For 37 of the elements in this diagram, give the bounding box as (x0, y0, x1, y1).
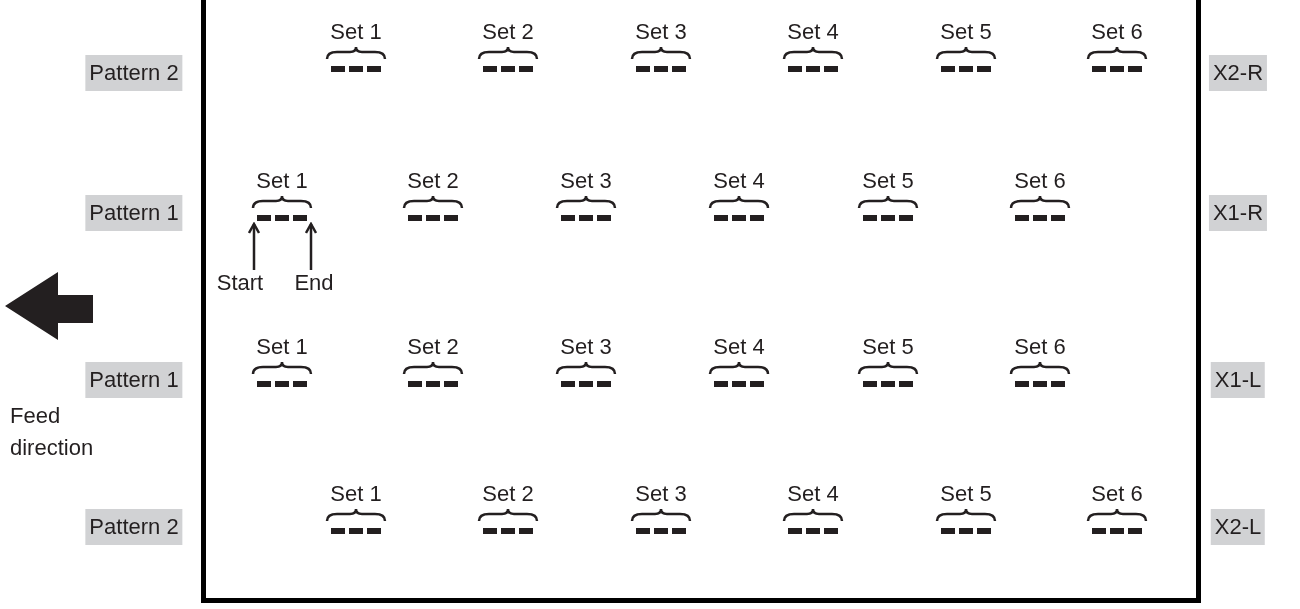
set-label: Set 6 (1091, 481, 1143, 507)
tag-label: Pattern 2 (85, 55, 183, 91)
leader-arrow (247, 222, 261, 270)
set-label: Set 5 (940, 19, 992, 45)
set-label: Set 3 (560, 168, 612, 194)
set-label: Set 5 (940, 481, 992, 507)
set-label: Set 2 (482, 481, 534, 507)
tag-label: Pattern 2 (85, 509, 183, 545)
set-label: Set 2 (407, 334, 459, 360)
set-label: Set 1 (330, 19, 382, 45)
tag-label: X1-R (1208, 195, 1268, 231)
tag-label: Pattern 1 (85, 362, 183, 398)
set-label: Set 6 (1014, 168, 1066, 194)
set-label: Set 4 (787, 481, 839, 507)
set-label: Set 3 (635, 19, 687, 45)
tag-label: X2-L (1210, 509, 1266, 545)
set-label: Set 1 (330, 481, 382, 507)
set-label: Set 5 (862, 168, 914, 194)
pointer-label: Start (215, 270, 265, 296)
set-label: Set 2 (407, 168, 459, 194)
set-label: Set 4 (713, 334, 765, 360)
set-label: Set 6 (1014, 334, 1066, 360)
set-label: Set 3 (635, 481, 687, 507)
tag-label: X2-R (1208, 55, 1268, 91)
leader-arrow (304, 222, 318, 270)
set-label: Set 1 (256, 334, 308, 360)
tag-label: Pattern 1 (85, 195, 183, 231)
tag-label: X1-L (1210, 362, 1266, 398)
set-label: Set 1 (256, 168, 308, 194)
set-label: Set 6 (1091, 19, 1143, 45)
set-label: Set 3 (560, 334, 612, 360)
pointer-label: End (293, 270, 335, 296)
caption-text: Feed direction (10, 402, 95, 462)
set-label: Set 4 (713, 168, 765, 194)
set-label: Set 4 (787, 19, 839, 45)
set-label: Set 5 (862, 334, 914, 360)
set-label: Set 2 (482, 19, 534, 45)
